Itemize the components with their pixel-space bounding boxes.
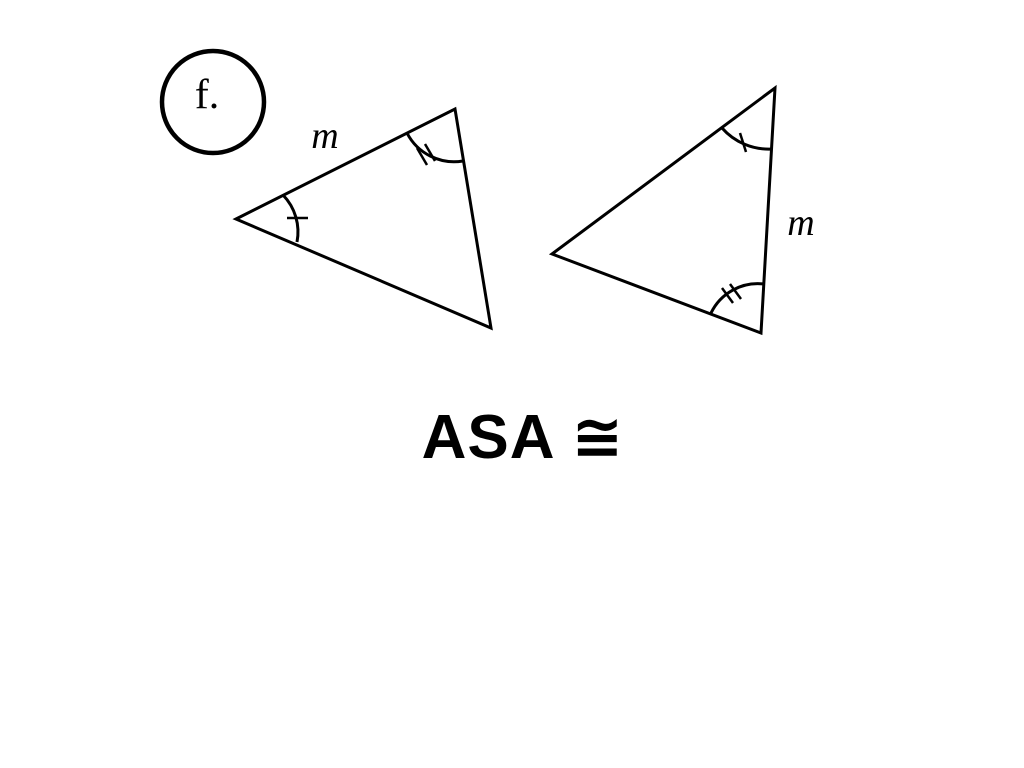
- triangle-left-outline: [232, 106, 493, 331]
- problem-label-group: f.: [159, 48, 267, 156]
- angle-arc-double: [405, 132, 464, 164]
- angle-tick-double-2: [423, 143, 437, 162]
- angle-tick-single: [738, 132, 748, 153]
- congruence-caption: ASA ≅: [421, 403, 625, 472]
- angle-arc-single: [720, 126, 773, 151]
- angle-tick-double-2: [728, 283, 743, 300]
- angle-tick-double-1: [415, 147, 429, 166]
- triangle-left: m: [232, 106, 493, 331]
- angle-arc-double: [709, 282, 765, 314]
- side-label-m-left: m: [311, 115, 338, 157]
- side-label-m-right: m: [787, 202, 814, 244]
- triangle-right: m: [548, 84, 815, 336]
- problem-label: f.: [195, 72, 220, 118]
- angle-tick-double-1: [720, 287, 735, 304]
- problem-label-circle: [159, 48, 267, 156]
- triangle-right-outline: [548, 84, 777, 336]
